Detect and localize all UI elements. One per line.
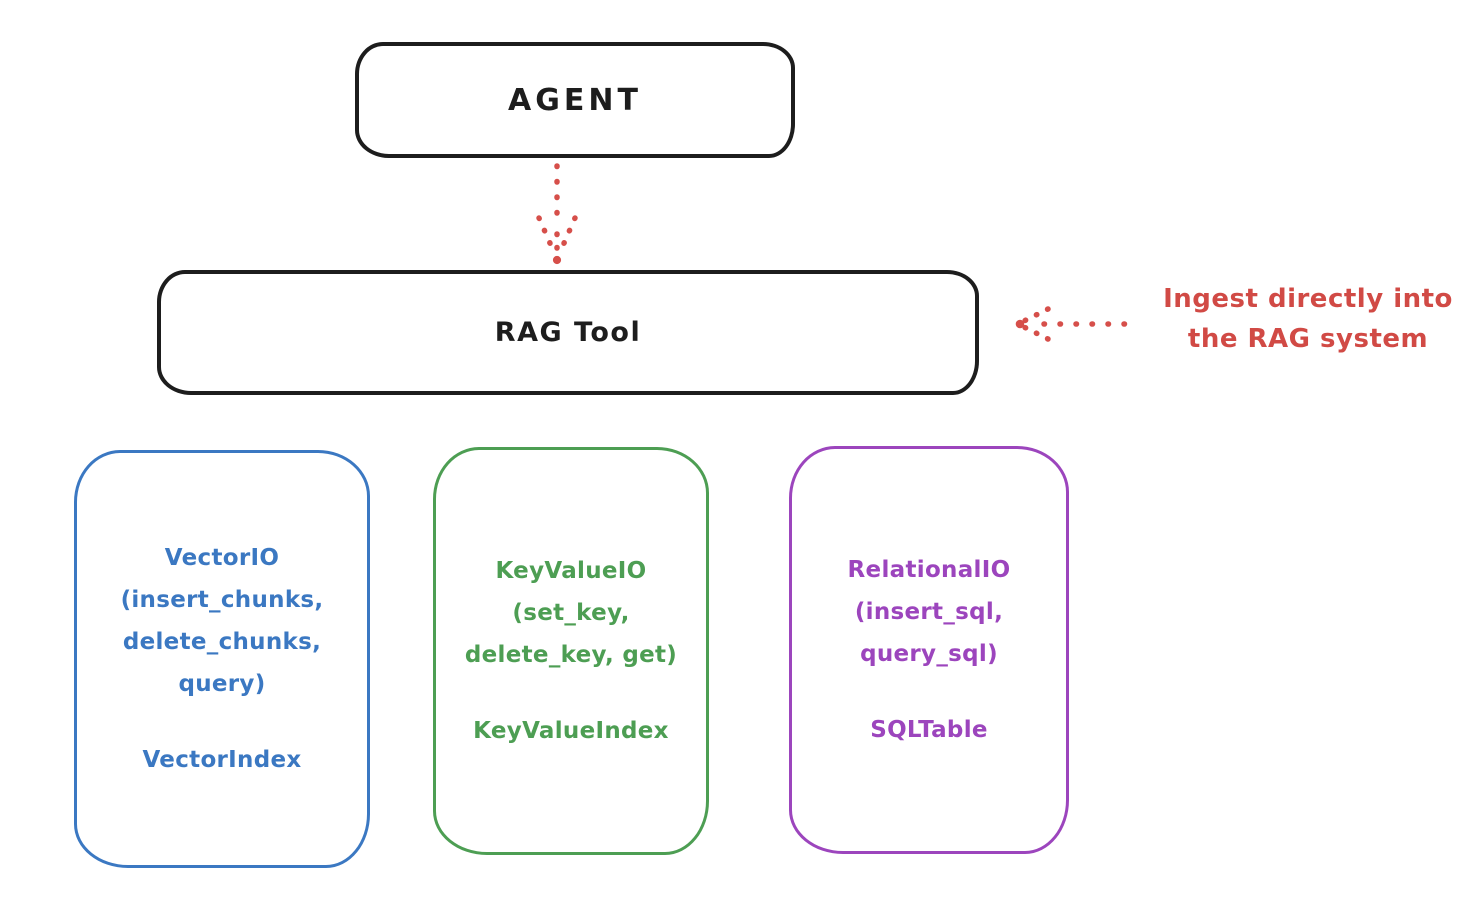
agent-node: AGENT	[355, 42, 795, 158]
vector-index-label: VectorIndex	[142, 747, 302, 773]
ingest-dotted-arrow-left-icon	[1012, 300, 1140, 352]
node-text-line: query_sql)	[860, 641, 998, 667]
node-text-line: delete_key, get)	[464, 642, 678, 668]
keyvalue-io-operations: KeyValueIO (set_key, delete_key, get)	[465, 550, 677, 676]
keyvalue-io-node: KeyValueIO (set_key, delete_key, get) Ke…	[433, 447, 709, 855]
agent-node-label: AGENT	[508, 82, 642, 118]
agent-to-rag-dotted-arrow-icon	[515, 160, 599, 274]
node-text-line: (insert_sql,	[854, 599, 1004, 625]
ingest-annotation-line1: Ingest directly into	[1163, 284, 1453, 314]
vector-io-operations: VectorIO (insert_chunks, delete_chunks, …	[121, 537, 324, 705]
node-text-line: delete_chunks,	[122, 629, 322, 655]
node-text-line: (set_key,	[512, 600, 630, 626]
ingest-annotation-line2: the RAG system	[1187, 324, 1429, 354]
ingest-annotation: Ingest directly into the RAG system	[1136, 279, 1480, 359]
node-text-line: RelationalIO	[847, 557, 1011, 583]
node-text-line: (insert_chunks,	[120, 587, 324, 613]
rag-tool-node: RAG Tool	[157, 270, 979, 395]
sql-table-label: SQLTable	[870, 717, 988, 743]
vector-io-node: VectorIO (insert_chunks, delete_chunks, …	[74, 450, 370, 868]
node-text-line: VectorIO	[164, 545, 280, 571]
node-text-line: KeyValueIO	[495, 558, 647, 584]
node-text-line: query)	[178, 671, 266, 697]
keyvalue-index-label: KeyValueIndex	[473, 718, 669, 744]
relational-io-operations: RelationalIO (insert_sql, query_sql)	[848, 549, 1011, 675]
relational-io-node: RelationalIO (insert_sql, query_sql) SQL…	[789, 446, 1069, 854]
rag-tool-node-label: RAG Tool	[494, 317, 642, 348]
